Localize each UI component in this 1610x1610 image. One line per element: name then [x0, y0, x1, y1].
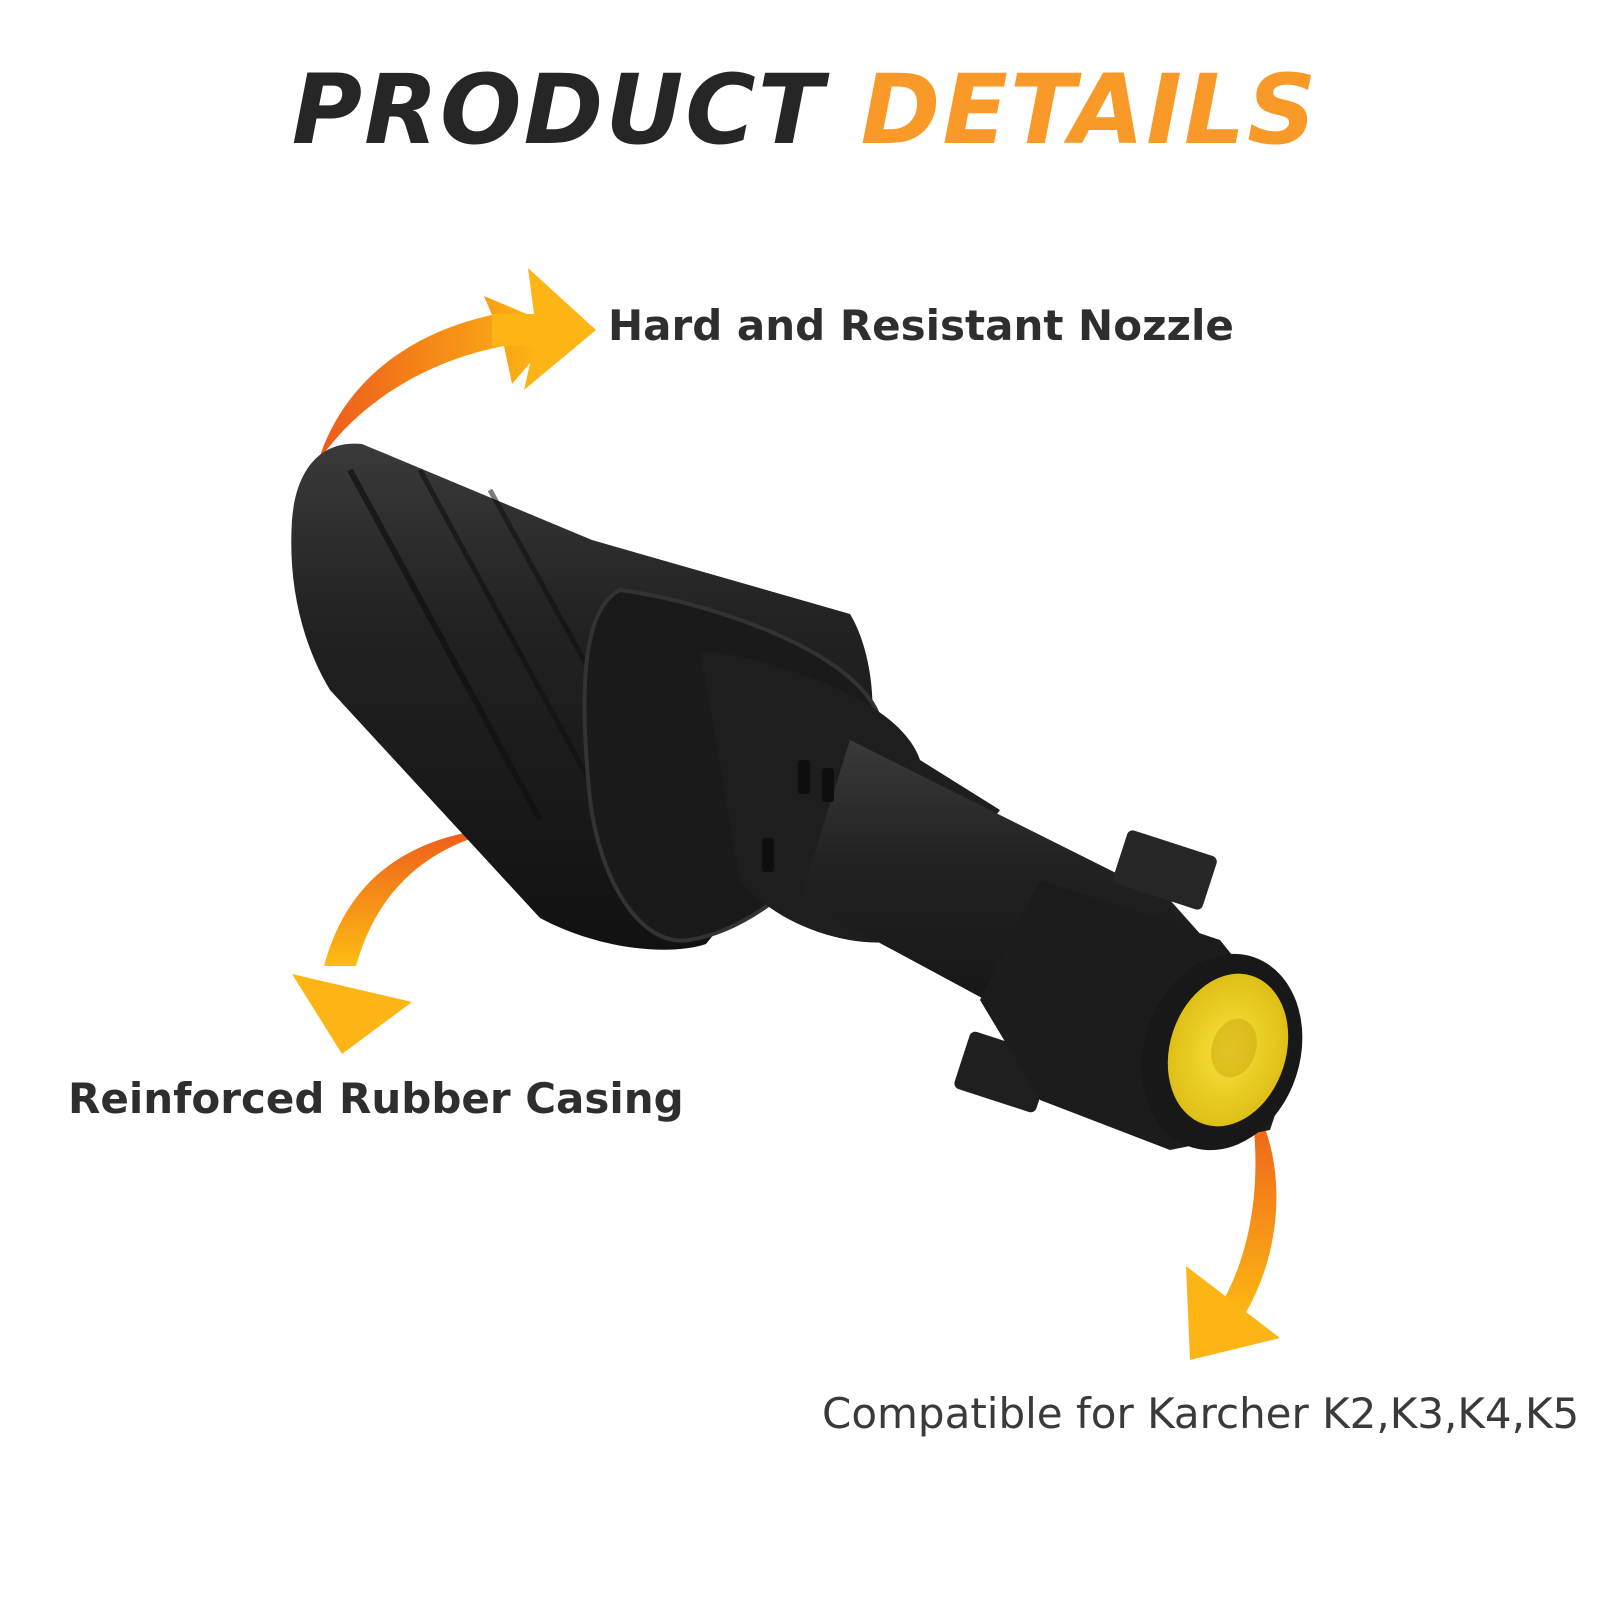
page-title: PRODUCT DETAILS	[0, 62, 1610, 158]
callout-compatibility: Compatible for Karcher K2,K3,K4,K5	[822, 1389, 1580, 1438]
callout-hard-resistant-nozzle: Hard and Resistant Nozzle	[608, 301, 1234, 350]
callout-reinforced-rubber-casing: Reinforced Rubber Casing	[68, 1074, 684, 1123]
nozzle-product	[291, 443, 1303, 1151]
arrow-casing-icon	[292, 826, 522, 1054]
arrow-nozzle-icon	[318, 268, 596, 462]
title-word-product: PRODUCT	[291, 54, 826, 166]
title-word-details: DETAILS	[860, 54, 1319, 166]
arrow-compatibility-icon	[1186, 1098, 1280, 1360]
